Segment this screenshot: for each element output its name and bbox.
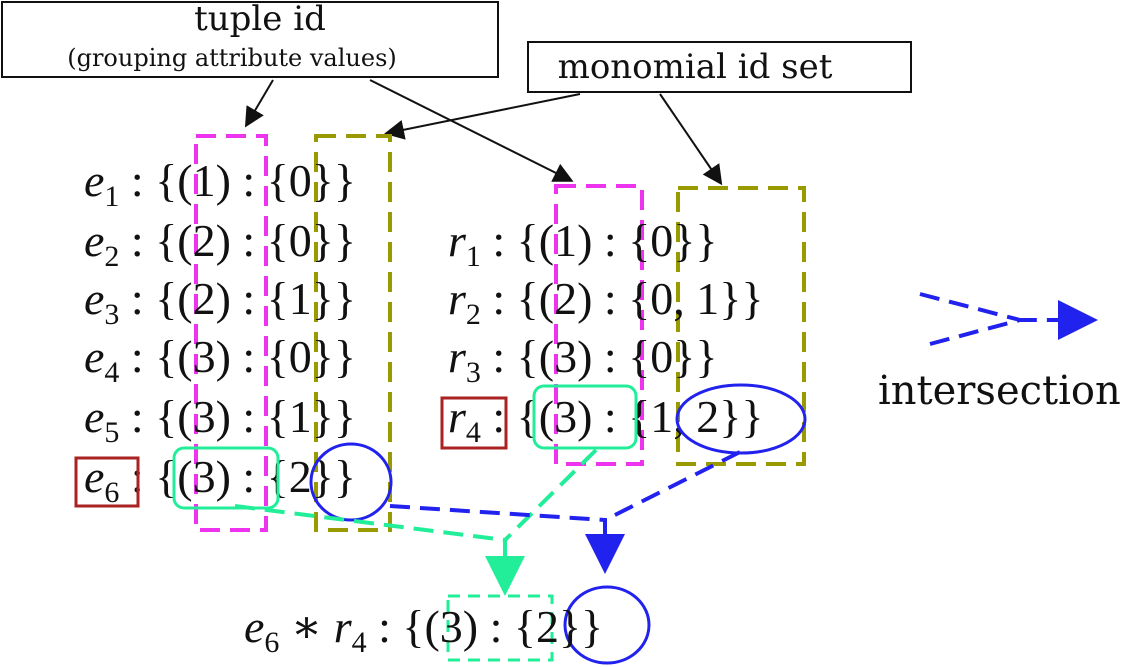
e-row: e2 : {(2) : {0}}	[84, 215, 356, 273]
blue-connector-from-r4	[604, 450, 741, 522]
intersection-legend: intersection	[878, 292, 1121, 414]
r-tuple-dashed-box	[554, 184, 644, 466]
e6-highlight-box	[74, 456, 140, 508]
r-mono-dashed-box	[676, 186, 806, 466]
result-expression: e6 ∗ r4 : {(3) : {2}}	[244, 585, 651, 665]
result-mono-highlight	[563, 585, 651, 665]
e-row: e3 : {(2) : {1}}	[84, 273, 356, 331]
r4-tuple-highlight	[532, 384, 638, 450]
r-row: r2 : {(2) : {0, 1}}	[448, 273, 763, 331]
r-row: r4 : {(3) : {1, 2}}	[448, 391, 763, 449]
legend-dash-bottom	[929, 300, 1098, 346]
arrow-mono-to-r	[659, 93, 723, 186]
intersection-label: intersection	[878, 368, 1121, 414]
arrow-tuple-to-r	[369, 79, 574, 182]
r-row: r1 : {(1) : {0}}	[448, 215, 717, 273]
e6-tuple-highlight	[172, 446, 280, 510]
e-rows: e1 : {(1) : {0}} e2 : {(2) : {0}} e3 : {…	[84, 155, 356, 509]
legend-dash-top	[919, 292, 1021, 322]
svg-text:e5 : {(3) : {1}}: e5 : {(3) : {1}}	[84, 391, 356, 449]
tuple-id-subtitle: (grouping attribute values)	[67, 44, 397, 72]
arrow-mono-to-e	[384, 93, 581, 140]
svg-text:e6 ∗ r4 : {(3) : {2}}: e6 ∗ r4 : {(3) : {2}}	[244, 601, 603, 659]
r4-highlight-box	[440, 396, 508, 450]
e-row: e4 : {(3) : {0}}	[84, 331, 356, 389]
e-row: e5 : {(3) : {1}}	[84, 391, 356, 449]
svg-text:r2 : {(2) : {0, 1}}: r2 : {(2) : {0, 1}}	[448, 273, 763, 331]
svg-text:e1 : {(1) : {0}}: e1 : {(1) : {0}}	[84, 155, 356, 213]
e6-mono-highlight	[309, 442, 393, 522]
r-rows: r1 : {(1) : {0}} r2 : {(2) : {0, 1}} r3 …	[448, 215, 763, 449]
e-tuple-dashed-box	[194, 134, 268, 532]
r4-mono-highlight	[675, 383, 807, 455]
tuple-id-label-box: tuple id (grouping attribute values)	[1, 0, 499, 78]
tuple-id-title: tuple id	[194, 0, 326, 39]
svg-text:e4 : {(3) : {0}}: e4 : {(3) : {0}}	[84, 331, 356, 389]
svg-text:r1 : {(1) : {0}}: r1 : {(1) : {0}}	[448, 215, 717, 273]
svg-text:r3 : {(3) : {0}}: r3 : {(3) : {0}}	[448, 331, 717, 389]
teal-connector-from-e6	[234, 504, 525, 596]
svg-text:e3 : {(2) : {1}}: e3 : {(2) : {1}}	[84, 273, 356, 331]
monomial-id-title: monomial id set	[558, 47, 833, 87]
result-tuple-dashed-box	[446, 594, 554, 662]
svg-text:e2 : {(2) : {0}}: e2 : {(2) : {0}}	[84, 215, 356, 273]
r-row: r3 : {(3) : {0}}	[448, 331, 717, 389]
monomial-id-label-box: monomial id set	[527, 41, 912, 93]
blue-connector-from-e6	[389, 504, 625, 574]
svg-text:r4 : {(3) : {1, 2}}: r4 : {(3) : {1, 2}}	[448, 391, 763, 449]
arrow-tuple-to-e	[244, 79, 274, 128]
e-row: e1 : {(1) : {0}}	[84, 155, 356, 213]
teal-connector-from-r4	[503, 448, 598, 542]
e-mono-dashed-box	[314, 134, 392, 532]
